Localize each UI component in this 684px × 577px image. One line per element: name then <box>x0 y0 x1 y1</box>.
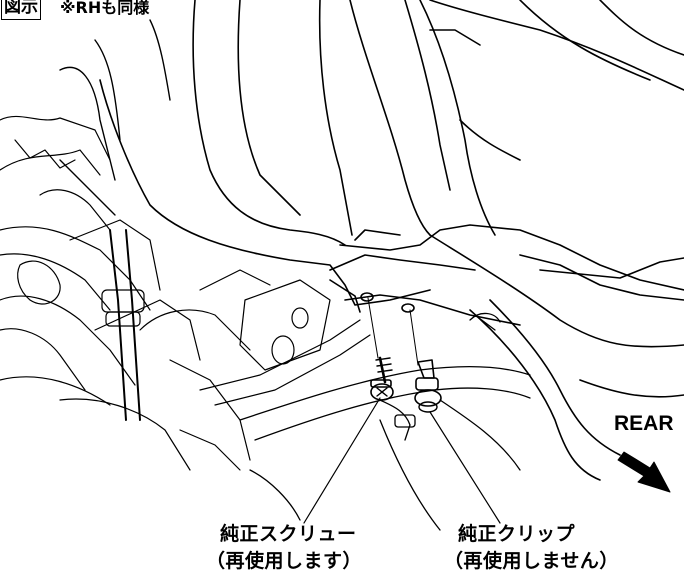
lower-panel <box>239 312 531 531</box>
screw-part <box>367 297 394 401</box>
clip-label: 純正クリップ <box>458 523 576 545</box>
screw-note: （再使用します） <box>206 550 363 572</box>
figure-title: 図示 <box>1 0 41 20</box>
direction-label: REAR <box>614 412 674 435</box>
fender-liner <box>99 0 684 326</box>
screw-label: 純正スクリュー <box>220 523 357 545</box>
clip-note: （再使用しません） <box>444 550 619 572</box>
clip-part <box>409 309 442 413</box>
suspension-parts <box>0 115 371 471</box>
shock-absorber <box>59 19 171 216</box>
figure-note: ※RHも同様 <box>60 0 150 17</box>
leader-lines <box>303 397 501 524</box>
rear-arrow-icon <box>617 451 671 493</box>
bumper <box>429 0 684 481</box>
